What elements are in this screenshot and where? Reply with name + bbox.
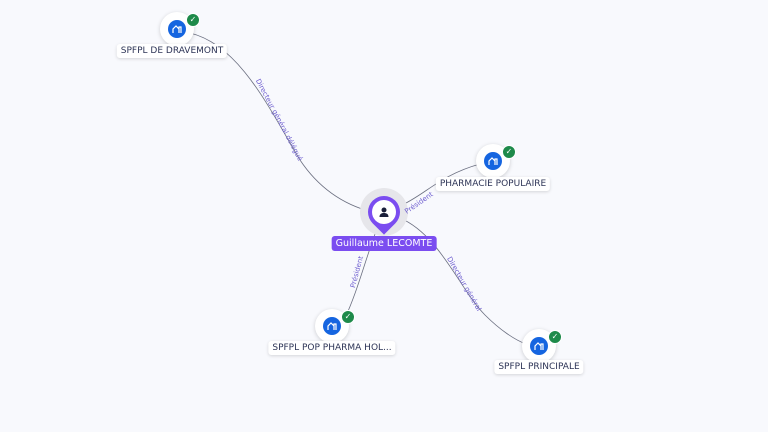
company-label[interactable]: SPFPL PRINCIPALE <box>494 360 584 374</box>
verified-check-icon: ✓ <box>548 330 562 344</box>
person-icon <box>372 200 396 224</box>
company-icon <box>530 337 548 355</box>
company-icon <box>168 20 186 38</box>
edge-pharmacie <box>399 163 481 207</box>
company-icon <box>484 152 502 170</box>
person-label[interactable]: Guillaume LECOMTE <box>331 236 437 251</box>
verified-check-icon: ✓ <box>186 13 200 27</box>
verified-check-icon: ✓ <box>502 145 516 159</box>
company-label[interactable]: SPFPL POP PHARMA HOL... <box>268 341 396 355</box>
company-label[interactable]: SPFPL DE DRAVEMONT <box>116 44 228 58</box>
company-icon <box>323 317 341 335</box>
company-label[interactable]: PHARMACIE POPULAIRE <box>435 177 551 191</box>
edge-dravemont <box>189 32 373 213</box>
verified-check-icon: ✓ <box>341 310 355 324</box>
